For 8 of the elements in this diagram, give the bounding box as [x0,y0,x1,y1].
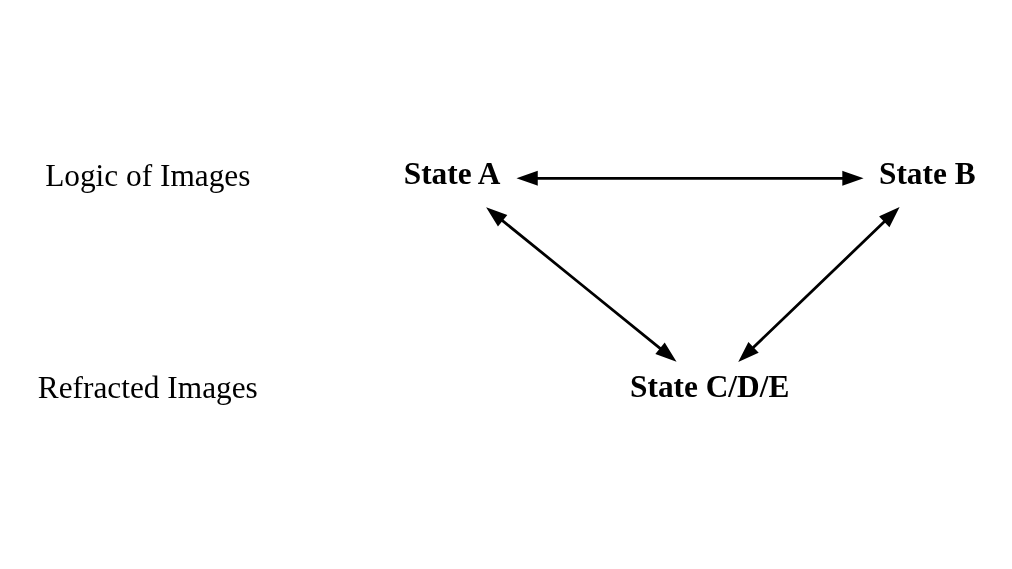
node-text: State B [879,156,976,192]
arrow [516,170,864,186]
label: Refracted Images [37,370,258,406]
arrow [738,207,900,362]
label: Logic of Images [45,157,251,193]
node-text: State A [403,156,501,192]
node-text: State C/D/E [630,368,790,404]
arrow [486,207,677,362]
